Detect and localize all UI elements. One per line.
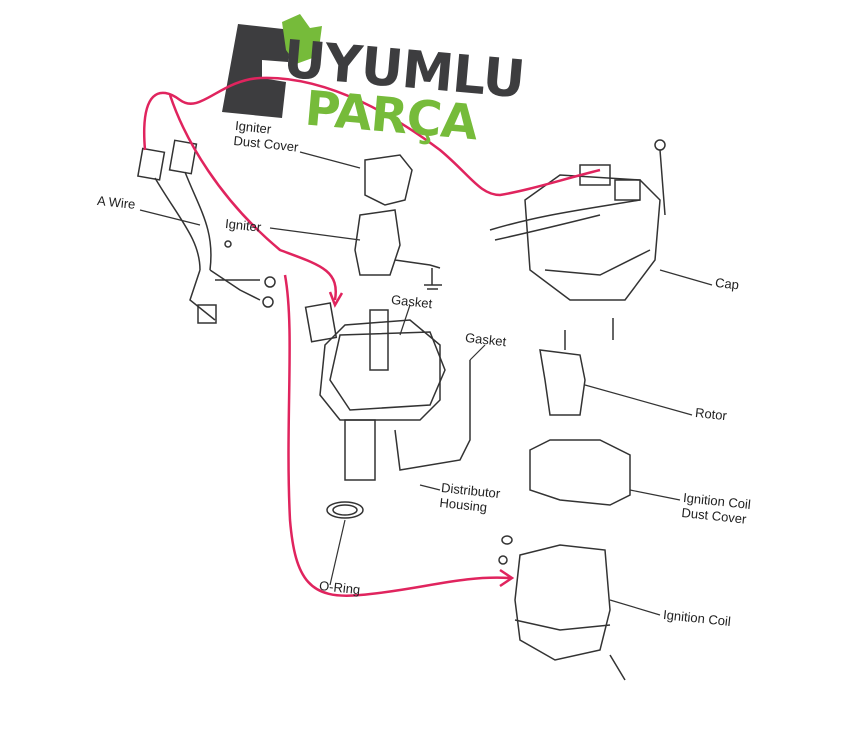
ignition-coil-dust-cover-part xyxy=(529,439,631,506)
distributor-cap-part xyxy=(489,139,666,301)
label-rotor: Rotor xyxy=(694,405,728,424)
ignition-coil-part xyxy=(498,535,626,681)
red-annotation-arrows xyxy=(142,76,601,597)
logo-puzzle-icon xyxy=(222,14,322,118)
distributor-housing-part xyxy=(304,302,446,481)
rotor-part xyxy=(539,349,586,416)
label-cap: Cap xyxy=(714,275,740,293)
a-wire-harness xyxy=(137,139,276,324)
o-ring-part xyxy=(326,501,364,519)
igniter-dust-cover-part xyxy=(364,154,413,206)
igniter-part xyxy=(354,209,441,276)
leader-lines xyxy=(139,151,713,616)
ground-symbol-icon xyxy=(424,268,442,290)
gasket-part xyxy=(394,360,471,471)
